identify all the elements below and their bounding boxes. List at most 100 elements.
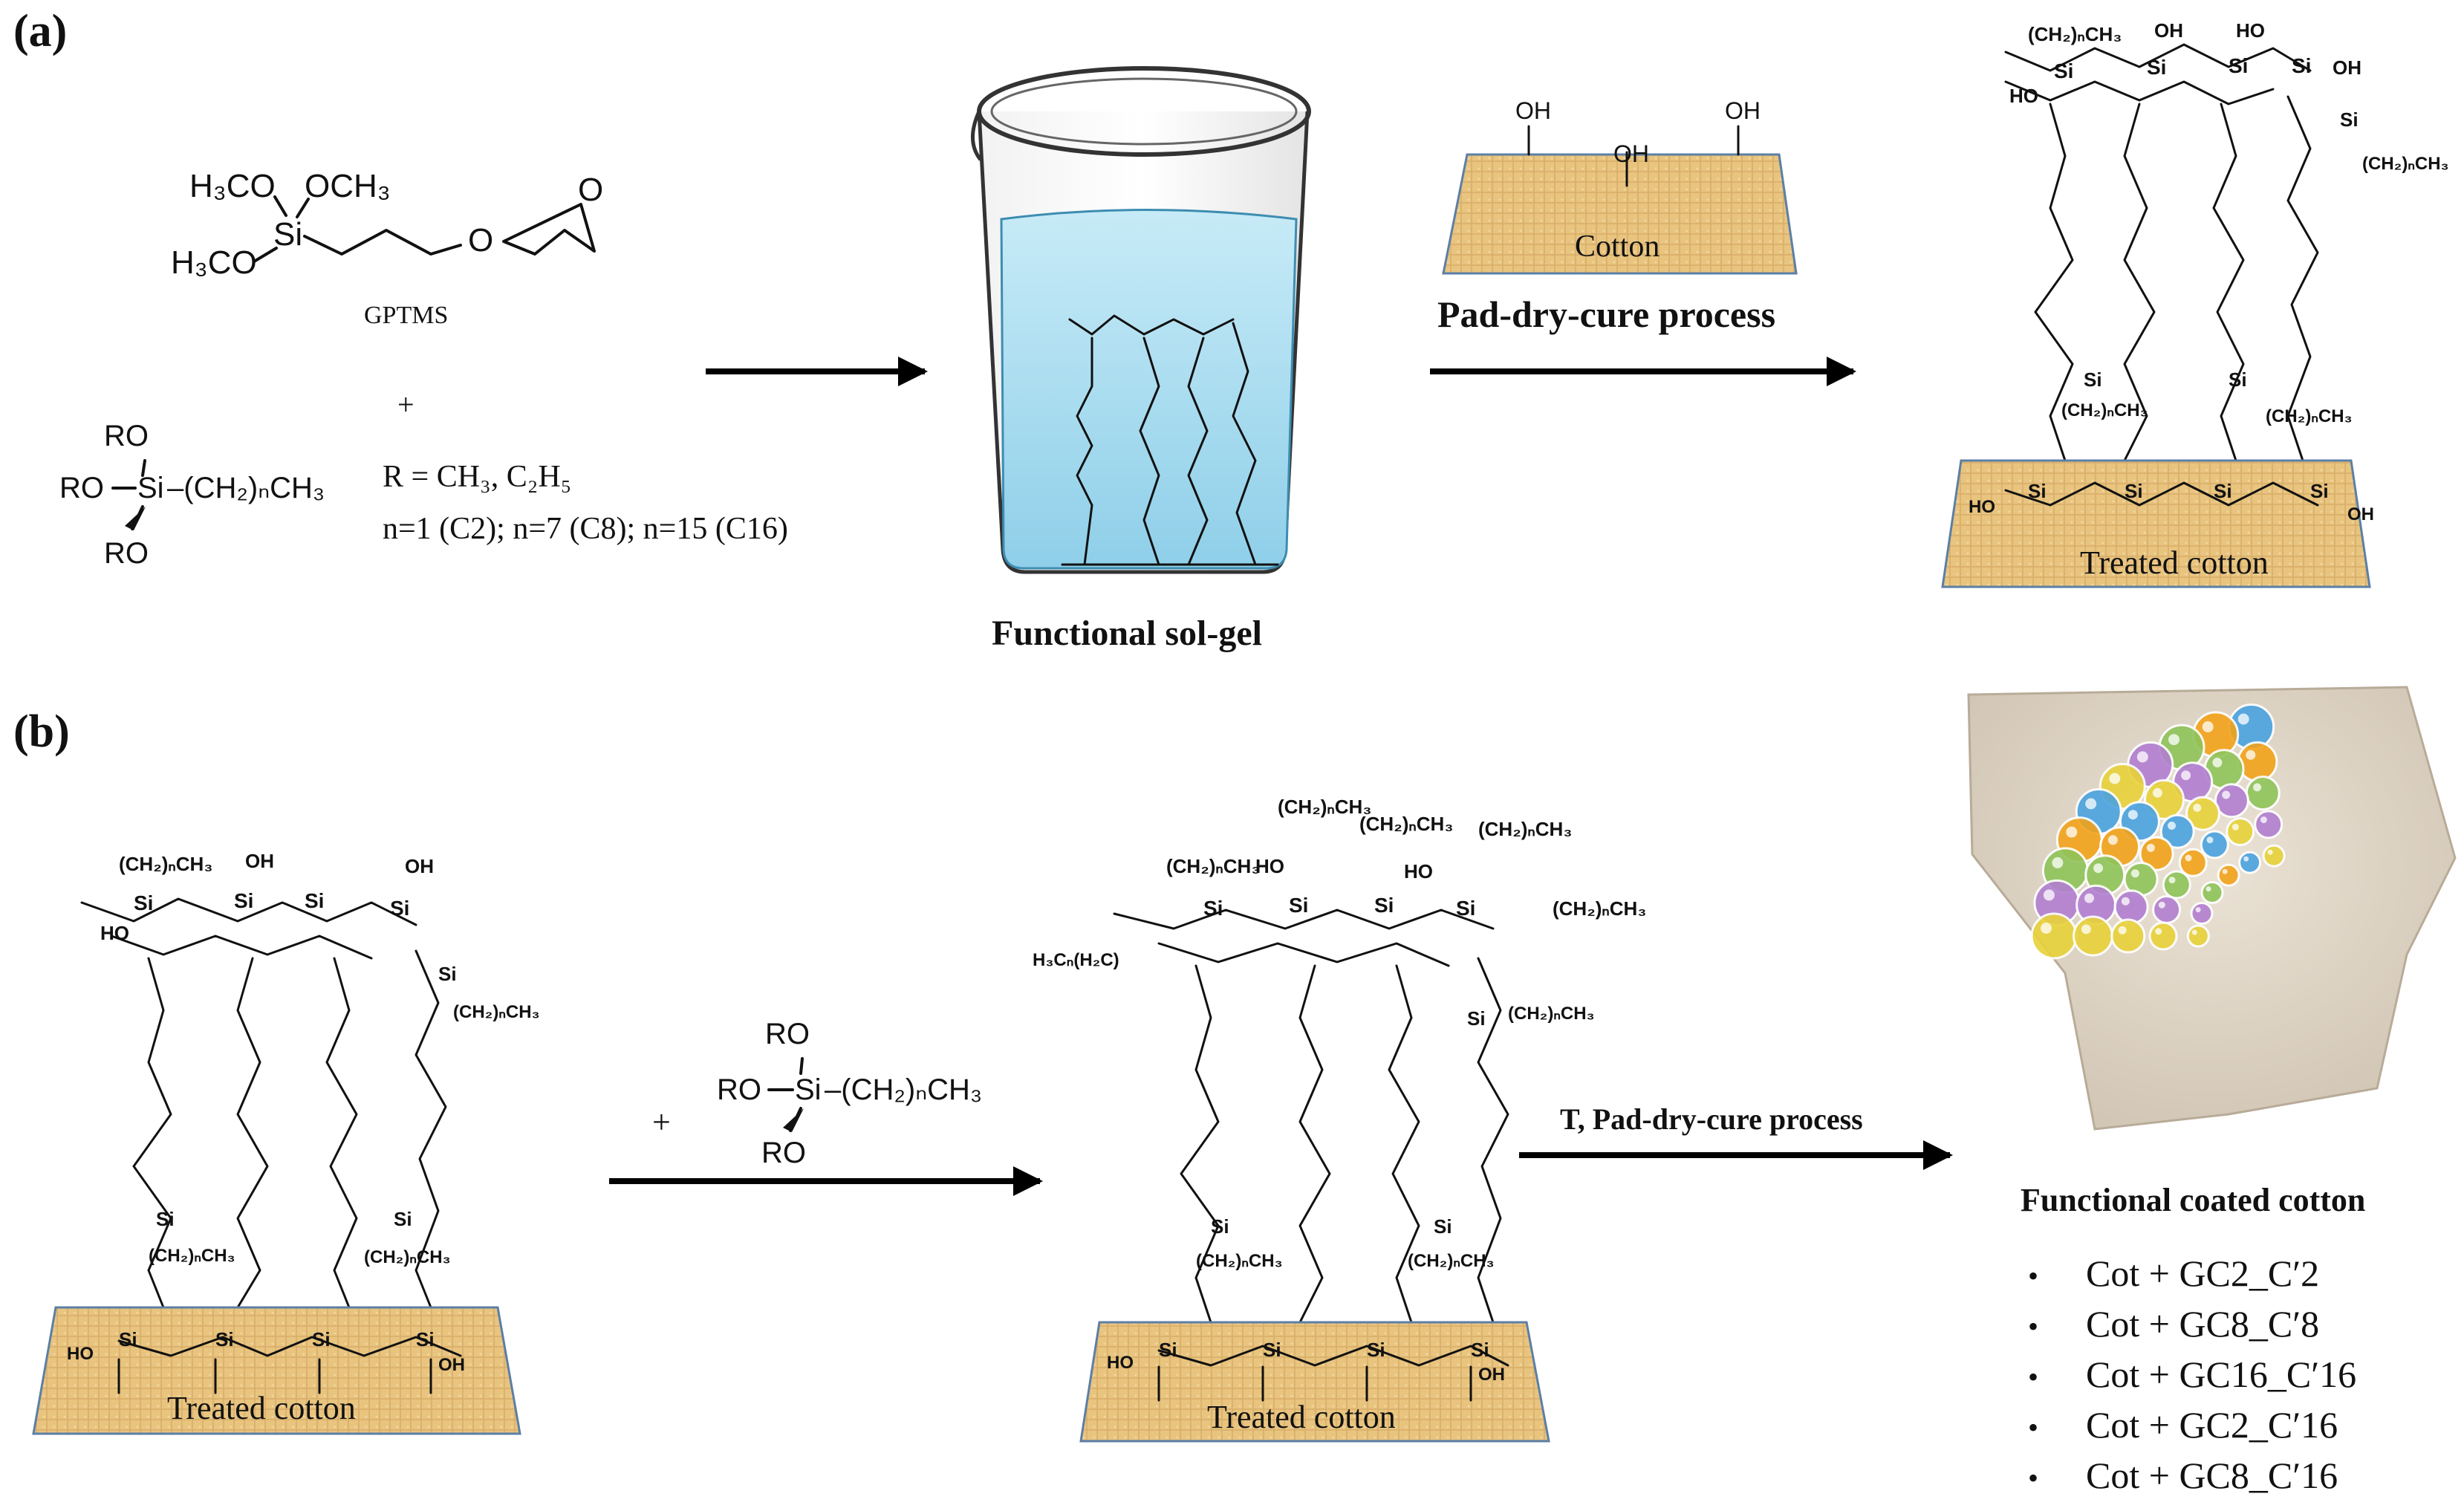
n-definition: n=1 (C2); n=7 (C8); n=15 (C16) — [383, 512, 788, 546]
gptms-name: GPTMS — [364, 302, 448, 329]
cotton-substrate: OH OH OH Cotton — [1442, 97, 1798, 275]
net-a-si-2: Si — [2147, 56, 2166, 79]
treated-network-b-left: (CH₂)ₙCH₃ OH OH Si Si Si Si HO Si (CH₂)ₙ… — [80, 850, 540, 1309]
droplet-highlight — [2109, 773, 2121, 784]
net-b1-base-oh: OH — [438, 1355, 465, 1375]
net-b2-si-3: Si — [1374, 894, 1394, 917]
panel-b-plus: + — [652, 1104, 671, 1140]
beaker — [971, 66, 1311, 574]
sample-item: Cot + GC2_C′2 — [2028, 1248, 2356, 1299]
process-b: T, Pad-dry-cure process — [1560, 1102, 1863, 1136]
net-b1-base-si-4: Si — [416, 1328, 435, 1351]
net-a-ho-2: HO — [2009, 85, 2038, 107]
net-b2-alkyl-6: (CH₂)ₙCH₃ — [1508, 1004, 1595, 1024]
net-b1-oh-2: OH — [405, 855, 434, 877]
water-droplet — [2178, 848, 2208, 877]
droplet-highlight — [2052, 857, 2064, 868]
droplet-highlight — [2206, 836, 2214, 844]
gptms-epoxide-o: O — [578, 172, 603, 208]
net-b1-base-ho: HO — [67, 1344, 94, 1364]
gptms-h3co-top: H₃CO — [189, 168, 276, 204]
net-a-alkyl-mid-right: (CH₂)ₙCH₃ — [2266, 406, 2353, 426]
cotton-oh-2: OH — [1613, 140, 1649, 167]
droplet-highlight — [2118, 926, 2127, 935]
net-a-si-7: Si — [2084, 368, 2102, 391]
r-definition: R = CH₃, C₂H₅ — [383, 460, 571, 494]
net-b2-si-2: Si — [1289, 894, 1308, 917]
net-b1-alkyl-right: (CH₂)ₙCH₃ — [453, 1002, 540, 1022]
net-b2-ho-1: HO — [1255, 855, 1284, 877]
silane-ro-bottom: RO — [104, 537, 149, 570]
net-b2-si-5: Si — [1467, 1007, 1486, 1030]
net-b2-alkyl-1: (CH₂)ₙCH₃ — [1278, 796, 1371, 818]
treated-label-b-left: Treated cotton — [167, 1390, 356, 1426]
water-droplet — [2186, 924, 2210, 948]
water-droplet — [2190, 902, 2214, 925]
net-b2-base-si-4: Si — [1471, 1339, 1489, 1361]
net-a-base-oh: OH — [2347, 504, 2374, 524]
droplet-highlight — [2243, 856, 2249, 862]
sample-item: Cot + GC8_C′8 — [2028, 1299, 2356, 1349]
net-a-oh-1: OH — [2154, 19, 2183, 42]
water-droplet — [2262, 844, 2286, 868]
net-a-base-si-2: Si — [2125, 480, 2143, 502]
droplet-highlight — [2152, 787, 2162, 798]
net-b1-si-7: Si — [394, 1208, 412, 1230]
net-b1-si-2: Si — [234, 889, 253, 912]
droplet-highlight — [2136, 751, 2148, 763]
coated-cotton-photo — [1967, 686, 2457, 1131]
net-b1-si-1: Si — [134, 891, 153, 914]
alkylsilane-structure: RO RO Si –(CH₂)ₙCH₃ RO — [59, 420, 325, 570]
droplet-highlight — [2267, 849, 2273, 855]
droplet-highlight — [2181, 770, 2191, 781]
water-droplet — [2152, 895, 2182, 924]
net-b1-alkyl-top: (CH₂)ₙCH₃ — [119, 853, 212, 875]
water-droplet — [2214, 783, 2249, 819]
sample-item: Cot + GC16_C′16 — [2028, 1349, 2356, 1400]
sample-list: Cot + GC2_C′2 Cot + GC8_C′8 Cot + GC16_C… — [2028, 1248, 2356, 1501]
droplet-highlight — [2185, 854, 2192, 862]
droplet-highlight — [2158, 901, 2165, 909]
net-b1-si-4: Si — [390, 897, 409, 920]
net-a-si-1: Si — [2054, 59, 2073, 82]
silane-b-structure: RO RO Si –(CH₂)ₙCH₃ RO — [717, 1018, 982, 1169]
droplet-highlight — [2202, 721, 2214, 732]
net-b2-si-4: Si — [1456, 897, 1475, 920]
net-b2-base-si-1: Si — [1159, 1339, 1177, 1361]
droplet-highlight — [2155, 928, 2162, 935]
droplet-highlight — [2093, 863, 2104, 874]
droplet-highlight — [2246, 750, 2256, 760]
treated-network-a: (CH₂)ₙCH₃ Si Si Si Si OH HO OH HO Si (CH… — [2004, 19, 2449, 462]
net-a-si-6: Si — [2229, 368, 2247, 391]
droplet-highlight — [2260, 816, 2267, 824]
droplet-highlight — [2253, 783, 2262, 792]
droplet-highlight — [2168, 877, 2176, 884]
droplet-highlight — [2121, 897, 2130, 906]
treated-label-b-right: Treated cotton — [1207, 1399, 1396, 1435]
net-b2-alkyl-2: (CH₂)ₙCH₃ — [1359, 813, 1453, 835]
treated-network-b-right: (CH₂)ₙCH₃ (CH₂)ₙCH₃ (CH₂)ₙCH₃ (CH₂)ₙCH₃ … — [1033, 796, 1646, 1324]
silane-si: Si — [137, 472, 164, 504]
net-b1-ho: HO — [100, 922, 129, 944]
water-droplet — [2237, 741, 2278, 782]
net-a-base-si-3: Si — [2214, 480, 2232, 502]
net-b1-alkyl-mid-left: (CH₂)ₙCH₃ — [149, 1246, 235, 1266]
silane-b-chain: –(CH₂)ₙCH₃ — [825, 1073, 982, 1106]
droplet-highlight — [2191, 929, 2197, 935]
beaker-caption: Functional sol-gel — [992, 614, 1262, 653]
net-b2-alkyl-5: (CH₂)ₙCH₃ — [1553, 897, 1646, 920]
net-b1-base-si-1: Si — [119, 1328, 137, 1351]
droplet-highlight — [2168, 822, 2176, 830]
water-droplet — [2030, 912, 2078, 960]
water-droplet — [2245, 776, 2281, 811]
gptms-och3: OCH₃ — [305, 168, 391, 204]
sample-item: Cot + GC8_C′16 — [2028, 1450, 2356, 1501]
water-droplet — [2238, 851, 2262, 874]
water-droplet — [2073, 915, 2113, 957]
water-droplet — [2113, 889, 2149, 925]
net-a-alkyl-top: (CH₂)ₙCH₃ — [2028, 23, 2122, 45]
net-b2-base-si-3: Si — [1367, 1339, 1385, 1361]
gptms-structure: H₃CO OCH₃ Si H₃CO O O GPTMS — [171, 168, 603, 329]
